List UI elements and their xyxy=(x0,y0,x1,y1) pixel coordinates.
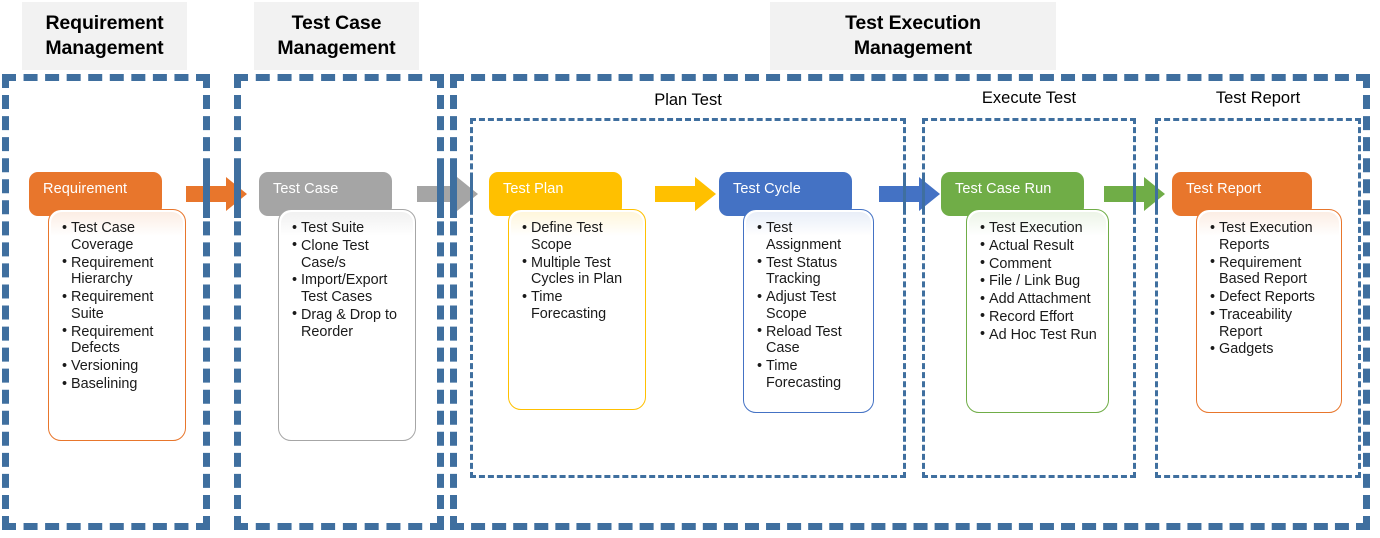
group-box-test-case-management xyxy=(234,74,444,530)
list-item: Ad Hoc Test Run xyxy=(980,326,1102,344)
list-item: Drag & Drop to Reorder xyxy=(292,306,409,341)
list-item: Reload Test Case xyxy=(757,323,867,358)
list-item: Time Forecasting xyxy=(757,358,867,392)
feature-list-test-report: Test Execution Reports Requirement Based… xyxy=(1197,210,1341,365)
list-item: Traceability Report xyxy=(1210,306,1335,341)
dash-overlay xyxy=(1133,174,1136,214)
list-item: Import/Export Test Cases xyxy=(292,272,409,306)
feature-list-test-plan: Define Test Scope Multiple Test Cycles i… xyxy=(509,210,645,330)
card-header-label: Test Cycle xyxy=(733,181,801,197)
list-item: Requirement Based Report xyxy=(1210,254,1335,289)
group-box-test-execution-management xyxy=(450,74,1370,530)
section-header-line1: Test Execution xyxy=(845,12,981,35)
card-header-label: Test Plan xyxy=(503,181,564,197)
list-item: Time Forecasting xyxy=(522,289,639,323)
group-box-requirement-management xyxy=(2,74,210,530)
card-header-label: Test Report xyxy=(1186,181,1262,197)
section-header-line2: Management xyxy=(45,37,164,59)
card-header-label: Requirement xyxy=(43,181,128,197)
arrow-requirement-to-test-case xyxy=(186,176,248,212)
list-item: Test Execution Reports xyxy=(1210,220,1335,254)
dash-overlay xyxy=(203,170,210,218)
card-body-test-plan: Define Test Scope Multiple Test Cycles i… xyxy=(508,209,646,410)
dash-overlay xyxy=(1155,174,1158,214)
subgroup-box-test-report xyxy=(1155,118,1361,478)
list-item: Add Attachment xyxy=(980,291,1102,308)
list-item: Test Assignment xyxy=(757,220,867,254)
feature-list-test-case: Test Suite Clone Test Case/s Import/Expo… xyxy=(279,210,415,347)
section-header-line2: Management xyxy=(853,37,973,59)
card-body-test-case: Test Suite Clone Test Case/s Import/Expo… xyxy=(278,209,416,441)
list-item: Clone Test Case/s xyxy=(292,237,409,272)
card-body-test-case-run: Test Execution Actual Result Comment Fil… xyxy=(966,209,1109,413)
section-header-line1: Test Case xyxy=(291,12,382,35)
dash-overlay xyxy=(470,174,473,214)
card-header-test-plan: Test Plan xyxy=(489,172,622,216)
card-header-test-cycle: Test Cycle xyxy=(719,172,852,216)
list-item: Test Suite xyxy=(292,220,409,237)
arrow-test-case-to-test-plan xyxy=(417,176,479,212)
subgroup-box-execute-test xyxy=(922,118,1136,478)
list-item: Adjust Test Scope xyxy=(757,289,867,323)
list-item: Requirement Hierarchy xyxy=(62,254,179,289)
card-body-requirement: Test Case Coverage Requirement Hierarchy… xyxy=(48,209,186,441)
subsection-title-test-report: Test Report xyxy=(1215,89,1301,107)
arrow-test-cycle-to-test-case-run xyxy=(879,176,941,212)
list-item: Requirement Suite xyxy=(62,289,179,323)
list-item: Define Test Scope xyxy=(522,220,639,254)
card-header-test-case-run: Test Case Run xyxy=(941,172,1084,216)
card-requirement[interactable]: Requirement Test Case Coverage Requireme… xyxy=(29,172,205,442)
list-item: Record Effort xyxy=(980,308,1102,326)
card-body-test-cycle: Test Assignment Test Status Tracking Adj… xyxy=(743,209,874,413)
dash-overlay xyxy=(903,174,906,214)
dash-overlay xyxy=(234,170,241,218)
list-item: File / Link Bug xyxy=(980,273,1102,290)
list-item: Gadgets xyxy=(1210,341,1335,358)
section-header-line2: Management xyxy=(277,37,396,59)
section-header-line1: Requirement xyxy=(45,12,164,35)
subgroup-box-plan-test xyxy=(470,118,906,478)
card-header-label: Test Case Run xyxy=(955,181,1052,197)
section-header-test-execution-management: Test Execution Management xyxy=(770,2,1056,70)
list-item: Versioning xyxy=(62,358,179,375)
section-header-test-case-management: Test Case Management xyxy=(254,2,419,70)
subsection-title-execute-test: Execute Test xyxy=(981,89,1077,107)
feature-list-test-cycle: Test Assignment Test Status Tracking Adj… xyxy=(744,210,873,399)
card-test-report[interactable]: Test Report Test Execution Reports Requi… xyxy=(1172,172,1348,447)
card-header-requirement: Requirement xyxy=(29,172,162,216)
list-item: Test Status Tracking xyxy=(757,254,867,289)
list-item: Test Execution xyxy=(980,220,1102,237)
card-header-test-case: Test Case xyxy=(259,172,392,216)
list-item: Baselining xyxy=(62,376,179,393)
section-header-requirement-management: Requirement Management xyxy=(22,2,187,70)
card-test-plan[interactable]: Test Plan Define Test Scope Multiple Tes… xyxy=(489,172,659,447)
feature-list-test-case-run: Test Execution Actual Result Comment Fil… xyxy=(967,210,1108,350)
card-header-test-report: Test Report xyxy=(1172,172,1312,216)
arrow-test-plan-to-test-cycle xyxy=(655,176,717,212)
list-item: Actual Result xyxy=(980,237,1102,255)
list-item: Defect Reports xyxy=(1210,289,1335,306)
list-item: Test Case Coverage xyxy=(62,220,179,254)
dash-overlay xyxy=(437,170,444,218)
list-item: Requirement Defects xyxy=(62,323,179,358)
card-body-test-report: Test Execution Reports Requirement Based… xyxy=(1196,209,1342,413)
card-test-case-run[interactable]: Test Case Run Test Execution Actual Resu… xyxy=(941,172,1117,447)
feature-list-requirement: Test Case Coverage Requirement Hierarchy… xyxy=(49,210,185,400)
subsection-title-plan-test: Plan Test xyxy=(654,91,722,109)
list-item: Comment xyxy=(980,255,1102,273)
card-header-label: Test Case xyxy=(273,181,339,197)
list-item: Multiple Test Cycles in Plan xyxy=(522,254,639,289)
card-test-case[interactable]: Test Case Test Suite Clone Test Case/s I… xyxy=(259,172,435,442)
card-test-cycle[interactable]: Test Cycle Test Assignment Test Status T… xyxy=(719,172,895,447)
dash-overlay xyxy=(922,174,925,214)
dash-overlay xyxy=(450,170,457,218)
